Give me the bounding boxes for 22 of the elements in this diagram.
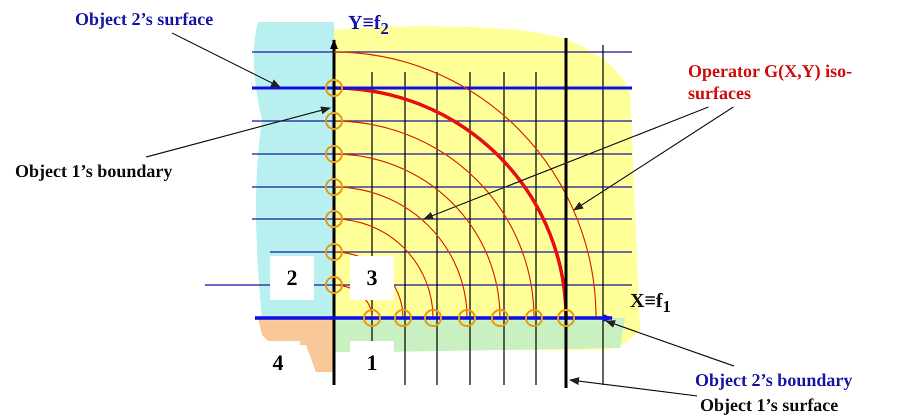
y-axis (330, 39, 338, 385)
leader-line (573, 106, 734, 211)
leader-line (172, 32, 281, 88)
iso-surface-curve (334, 186, 468, 318)
region-number: 2 (270, 256, 314, 300)
leader-line (605, 320, 734, 367)
leader-line (146, 106, 331, 158)
axis-label: X≡f$_{1}$ (630, 290, 671, 318)
region-number: 1 (350, 341, 394, 385)
leader-line (569, 377, 698, 397)
surface-label: Object 1’s surface (700, 394, 838, 416)
operator-label: Operator G(X,Y) iso-surfaces (688, 60, 856, 104)
axis-label: Y≡f$_{2}$ (348, 12, 389, 40)
surface-line (252, 86, 632, 90)
x-axis (255, 314, 613, 322)
surface-label: Object 2’s surface (75, 8, 214, 30)
leader-line (423, 106, 709, 220)
iso-surface-curve (334, 51, 597, 318)
boundary-label: Object 1’s boundary (15, 160, 172, 182)
region-number: 3 (350, 256, 394, 300)
boundary-label: Object 2’s boundary (695, 369, 852, 391)
surface-line (564, 38, 568, 388)
